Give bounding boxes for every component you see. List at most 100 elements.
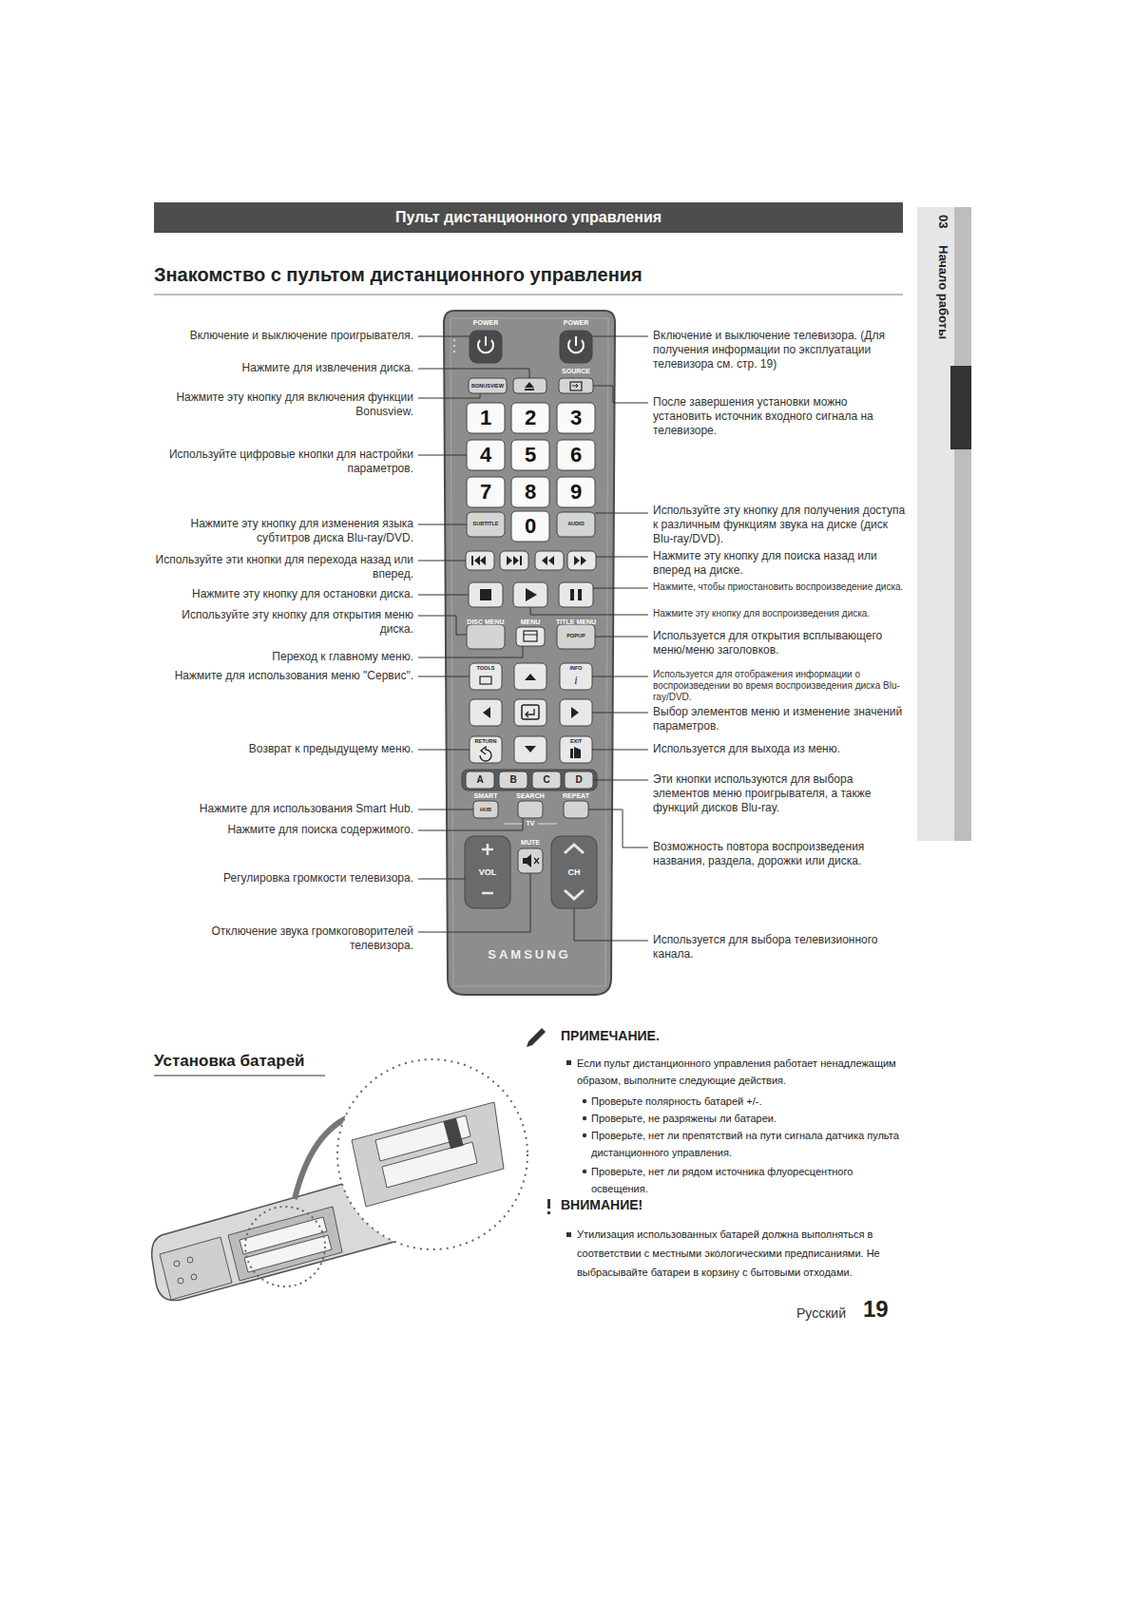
battery-illustration xyxy=(382,1142,478,1189)
button-icon xyxy=(524,746,537,753)
remote-button xyxy=(468,582,503,608)
remote-button xyxy=(465,551,495,571)
remote-button xyxy=(558,378,594,394)
digit-label: 1 xyxy=(479,405,492,431)
battery-illustration xyxy=(442,1118,463,1151)
remote-body xyxy=(443,310,615,996)
leader-line xyxy=(574,908,649,941)
callout-text: Переход к главному меню. xyxy=(152,650,414,665)
button-icon xyxy=(575,336,577,346)
battery-illustration xyxy=(152,1059,528,1302)
leader-line xyxy=(418,873,531,933)
button-icon xyxy=(479,676,492,685)
remote-button xyxy=(558,582,594,608)
digit-label: 6 xyxy=(570,442,582,468)
remote-button xyxy=(469,736,502,764)
button-label: SEARCH xyxy=(516,792,545,801)
button-label: BONUSVIEW xyxy=(471,383,504,390)
digit-label: 3 xyxy=(570,405,582,431)
button-icon xyxy=(525,588,538,602)
battery-illustration xyxy=(337,1059,528,1250)
brand-logo: SAMSUNG xyxy=(487,948,571,962)
button-label: POWER xyxy=(473,319,499,327)
button-icon xyxy=(481,892,494,896)
note-heading: ПРИМЕЧАНИЕ. xyxy=(560,1028,660,1044)
page-decor xyxy=(917,207,972,842)
callout-text: Нажмите эту кнопку для воспроизведения д… xyxy=(652,608,908,620)
leader-line xyxy=(418,749,470,751)
leader-line xyxy=(418,615,467,635)
leader-line xyxy=(594,636,649,638)
button-icon xyxy=(577,589,582,601)
remote-button xyxy=(511,402,550,434)
leader-line xyxy=(418,393,480,399)
leader-line xyxy=(418,524,467,526)
button-icon xyxy=(479,589,492,601)
button-label: EXIT xyxy=(570,738,582,746)
remote-button xyxy=(516,627,545,647)
button-label: RETURN xyxy=(475,738,498,746)
button-icon xyxy=(570,748,574,759)
battery-illustration xyxy=(191,1274,197,1281)
callout-text: Нажмите эту кнопку для остановки диска. xyxy=(152,587,414,602)
remote-button xyxy=(518,801,543,819)
page-decor xyxy=(153,1075,326,1077)
button-label: CH xyxy=(568,867,581,878)
digit-label: 0 xyxy=(524,514,537,539)
remote-button xyxy=(532,771,561,789)
battery-illustration xyxy=(245,1207,326,1287)
callout-text: Используйте цифровые кнопки для настройк… xyxy=(152,447,414,477)
digit-label: 7 xyxy=(479,479,492,505)
remote-button xyxy=(511,440,550,471)
leader-line xyxy=(418,594,469,596)
button-icon xyxy=(521,705,539,720)
remote-button xyxy=(559,663,593,691)
button-label: TITLE MENU xyxy=(556,618,596,627)
digit-label: 5 xyxy=(524,442,537,468)
callout-text: Регулировка громкости телевизора. xyxy=(152,871,414,886)
remote-button xyxy=(469,330,502,364)
note-marker xyxy=(582,1170,587,1174)
callout-text: Нажмите эту кнопку для поиска назад или … xyxy=(652,549,908,578)
button-icon xyxy=(541,556,555,566)
button-label: TOOLS xyxy=(477,665,496,672)
callout-text: Используется для выхода из меню. xyxy=(652,742,908,757)
button-icon xyxy=(534,858,539,864)
remote-button xyxy=(535,551,564,571)
remote-button xyxy=(473,801,499,819)
remote-button xyxy=(465,771,495,789)
callout-text: Используйте эту кнопку для открытия меню… xyxy=(152,608,414,637)
button-label: MENU xyxy=(520,618,541,627)
callout-text: Включение и выключение проигрывателя. xyxy=(152,328,414,344)
button-icon xyxy=(572,383,578,388)
button-icon xyxy=(453,339,457,343)
remote-button xyxy=(567,551,596,571)
button-label: SMART xyxy=(474,792,499,801)
chapter-name: Начало работы xyxy=(936,245,951,340)
button-icon xyxy=(474,556,486,566)
button-icon xyxy=(525,709,535,718)
leader-line xyxy=(595,556,649,558)
leader-line xyxy=(418,336,649,941)
button-label: INFO xyxy=(569,665,582,672)
remote-button xyxy=(513,378,547,394)
battery-illustration xyxy=(244,1235,332,1273)
button-icon xyxy=(453,345,457,348)
remote-body xyxy=(450,318,609,987)
callout-text: Нажмите, чтобы приостановить воспроизвед… xyxy=(652,581,908,594)
remote-button xyxy=(513,582,548,608)
leader-line xyxy=(418,818,523,831)
note-marker xyxy=(582,1133,587,1138)
digit-label: 2 xyxy=(524,405,537,431)
leader-line xyxy=(418,336,470,338)
leader-line xyxy=(418,676,470,678)
remote-button xyxy=(563,801,589,819)
remote-button xyxy=(511,477,550,508)
button-icon xyxy=(524,673,537,681)
button-label: i xyxy=(574,674,577,687)
button-label: D xyxy=(575,774,582,787)
leader-line xyxy=(418,646,523,658)
note-bullet: Проверьте полярность батарей +/-. xyxy=(591,1093,910,1111)
leader-line xyxy=(594,513,649,515)
remote-button xyxy=(466,624,505,650)
